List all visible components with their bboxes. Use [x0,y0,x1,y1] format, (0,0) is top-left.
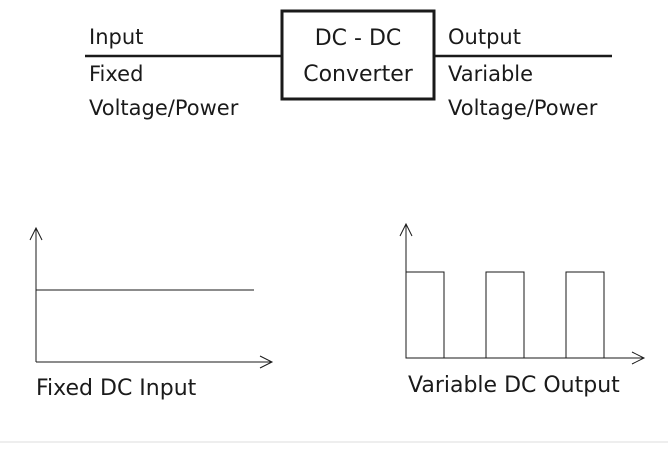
input-label: Input [89,25,143,49]
variable-x-axis-arrowhead [631,351,646,365]
variable-y-axis-arrowhead [399,222,413,237]
output-pulse [485,271,525,359]
variable-dc-graph [399,222,646,365]
converter-label-line1: DC - DC [315,26,402,51]
fixed-y-axis-arrowhead [29,226,43,241]
converter-label-line2: Converter [303,62,414,87]
output-desc-line2: Voltage/Power [448,96,598,120]
output-desc-line1: Variable [448,62,533,86]
converter-box [280,9,436,101]
output-label: Output [448,25,521,49]
input-desc-line2: Voltage/Power [89,96,239,120]
variable-graph-caption: Variable DC Output [408,373,620,398]
output-pulse [405,271,445,359]
fixed-x-axis-arrowhead [259,355,274,369]
fixed-dc-graph [29,226,274,369]
input-desc-line1: Fixed [89,62,143,86]
fixed-graph-caption: Fixed DC Input [36,376,197,401]
output-pulse [565,271,605,359]
